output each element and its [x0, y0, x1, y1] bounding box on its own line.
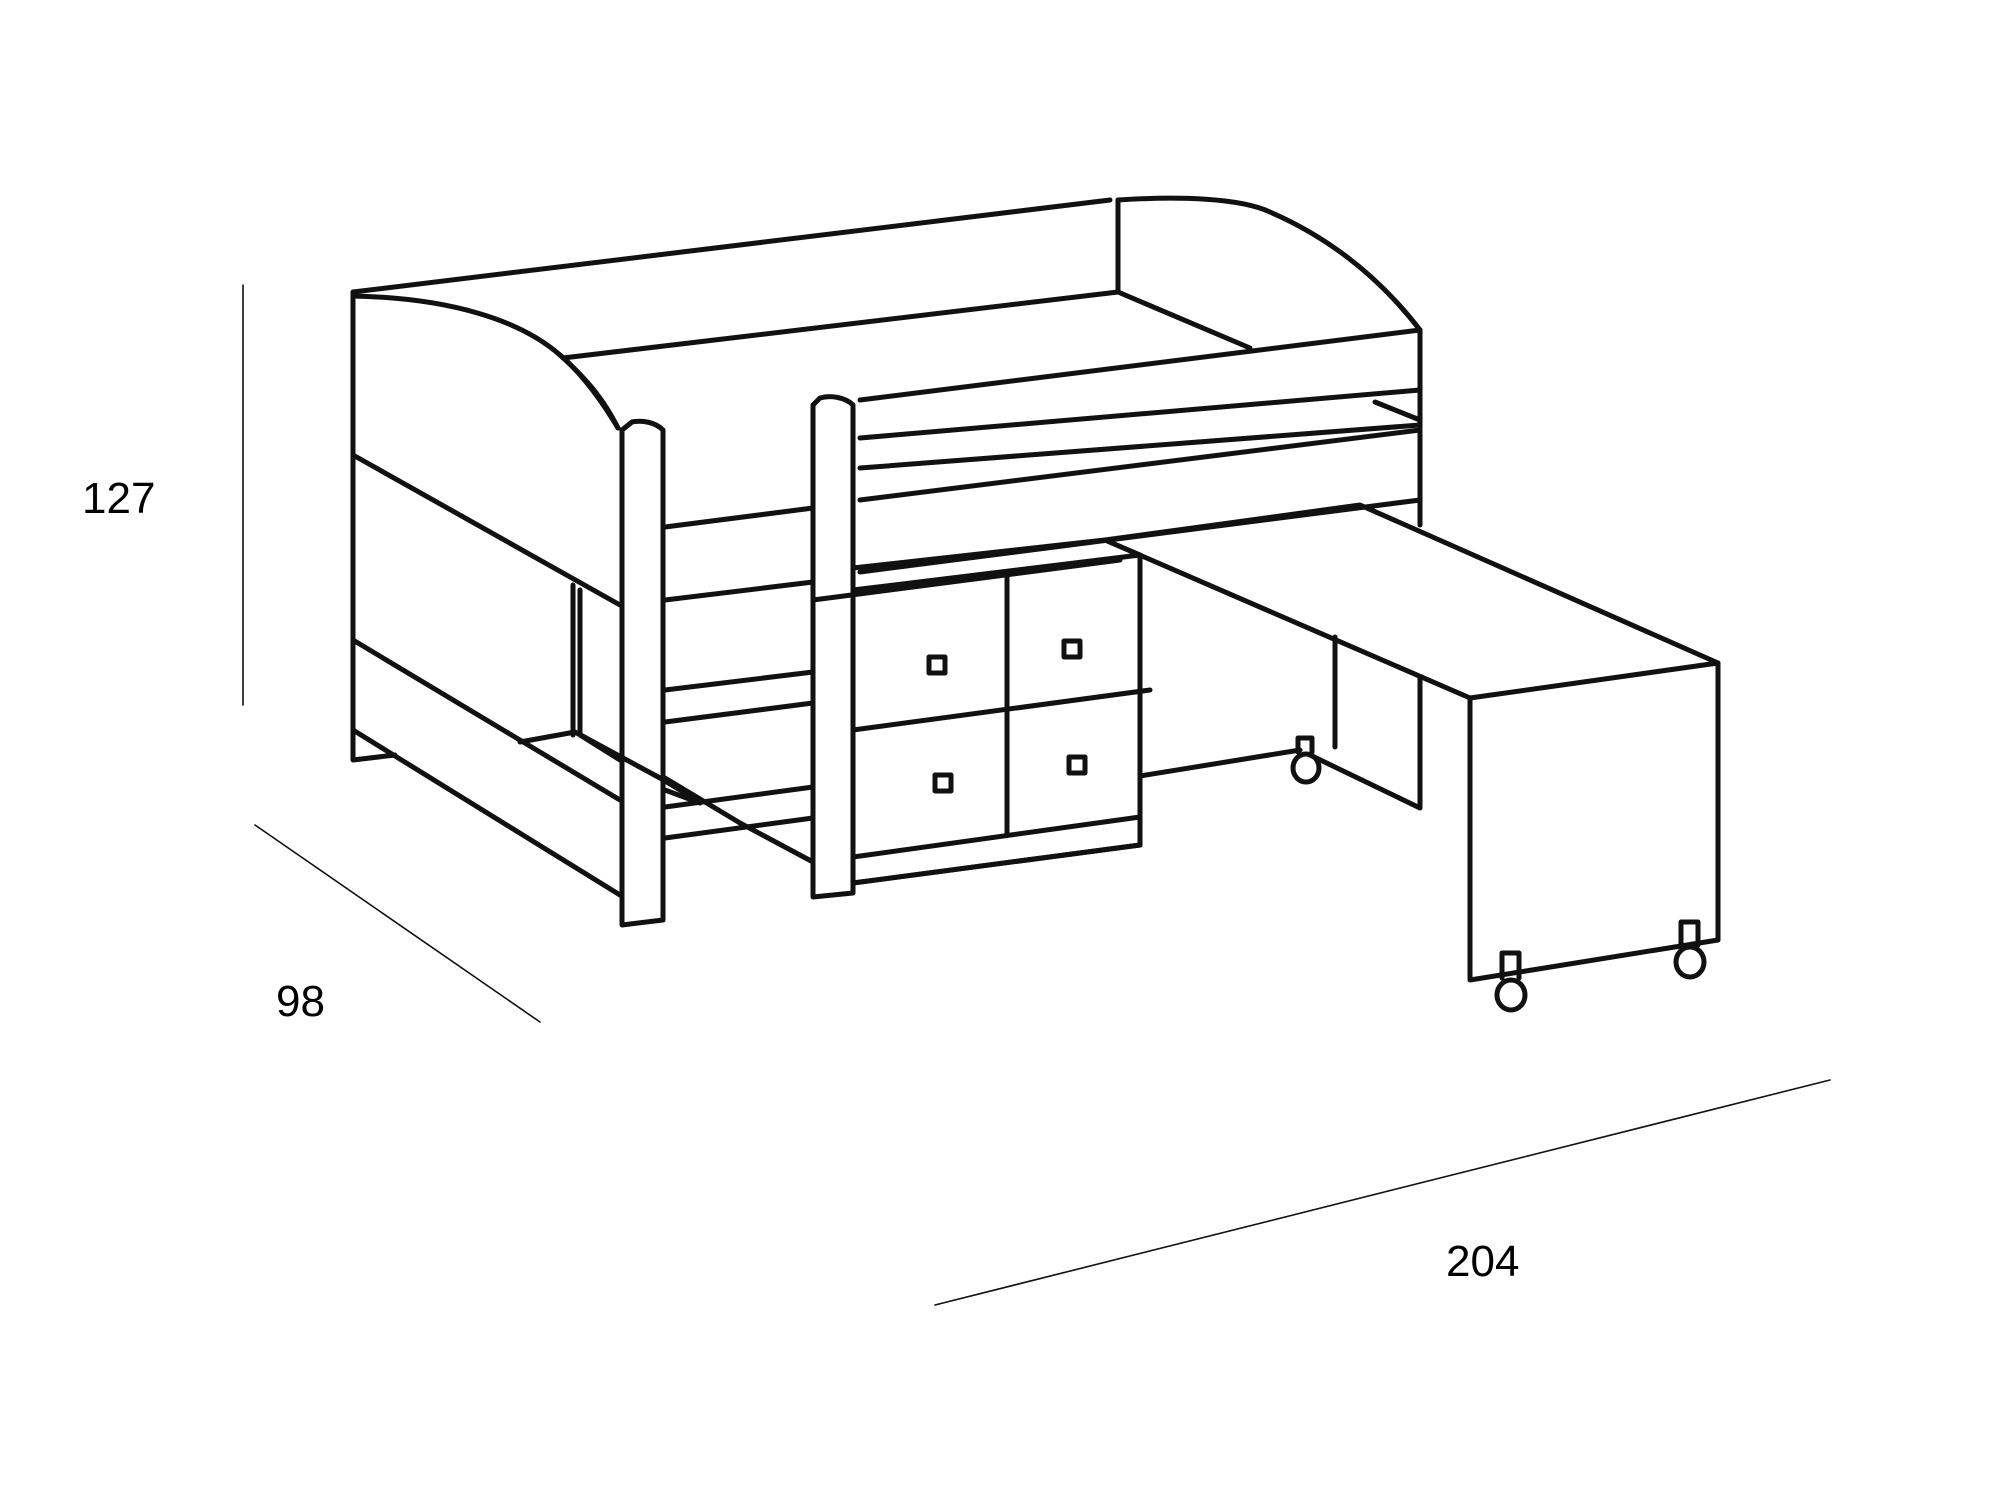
cabinet-outline: [850, 552, 1143, 886]
bed-frame: [350, 195, 1423, 928]
caster-back-left: [1290, 735, 1322, 785]
left-headboard-panel: [350, 289, 398, 763]
desk-top-surface: [1102, 502, 1721, 701]
cabinet-base-line: [850, 814, 1143, 860]
width-label: 204: [1446, 1237, 1519, 1286]
desk-front-panel: [1467, 660, 1721, 983]
caster-bracket-icon: [1295, 735, 1315, 755]
front-guard-rail-bottom: [857, 387, 1423, 503]
caster-bracket-icon: [1678, 919, 1701, 948]
inner-post-right: [577, 587, 623, 763]
left-headboard-curve: [350, 293, 621, 431]
side-rail-3: [662, 669, 816, 693]
depth-label: 98: [276, 977, 325, 1026]
drawer-knob-top-right: [1061, 638, 1083, 660]
right-ladder-post: [810, 394, 856, 900]
front-guard-rail-mid: [857, 387, 1423, 441]
mattress-rail-link: [1372, 399, 1423, 423]
bottom-slat-left: [517, 729, 703, 805]
side-rail-5: [662, 784, 816, 810]
bottom-slat-inner: [662, 775, 816, 865]
front-guard-rail-top: [857, 327, 1423, 403]
caster-wheel-icon: [1494, 977, 1528, 1013]
side-rail-6: [662, 815, 816, 841]
bottom-slat-connector: [662, 787, 703, 806]
depth-dimension-line: [254, 824, 541, 1023]
caster-front-right: [1673, 919, 1707, 980]
back-rail-edge: [1115, 289, 1253, 351]
left-headboard-curve-inner: [557, 352, 621, 431]
width-dimension-line: [934, 1079, 1831, 1306]
caster-front-left: [1494, 950, 1528, 1013]
back-rail-top: [560, 289, 1121, 361]
drawer-cabinet: [850, 537, 1153, 886]
front-guard-rail-lower: [857, 422, 1423, 471]
desk-back-leg: [1307, 675, 1423, 811]
caster-wheel-icon: [1673, 944, 1707, 980]
drawer-knob-top-left: [926, 654, 948, 676]
caster-bracket-icon: [1499, 950, 1522, 981]
side-rail-1: [662, 505, 816, 530]
dimension-lines: [242, 284, 1831, 1306]
left-end-board-mid: [350, 637, 623, 803]
left-ladder-post: [619, 418, 666, 928]
drawer-knob-bottom-right: [1066, 754, 1088, 776]
left-headboard-top-edge: [350, 197, 1113, 295]
desk-underside: [1137, 747, 1303, 779]
height-label: 127: [82, 474, 155, 523]
cabinet-horizontal-divider: [850, 687, 1153, 733]
pull-out-desk: [1102, 502, 1721, 1013]
foot-end-curve: [1115, 195, 1423, 333]
long-side-rail-bottom: [810, 557, 1123, 603]
caster-wheel-icon: [1290, 751, 1322, 785]
left-end-board-upper: [350, 452, 623, 608]
left-end-board-lower: [350, 727, 623, 898]
side-rail-2: [662, 579, 816, 603]
drawer-knob-bottom-left: [932, 772, 954, 794]
side-rail-4: [662, 700, 816, 725]
